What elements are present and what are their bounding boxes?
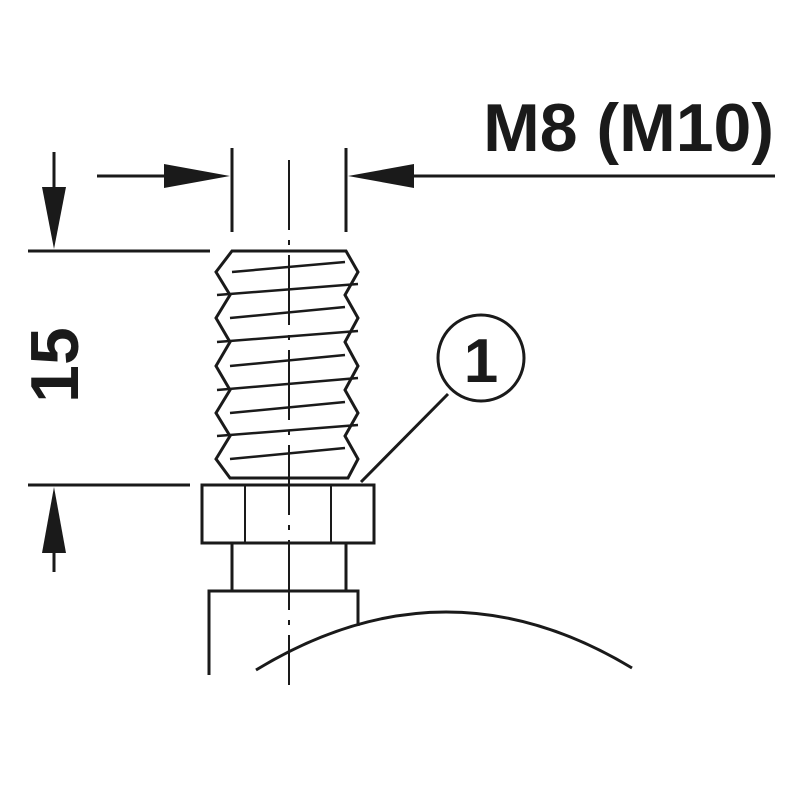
- size-label: M8 (M10): [483, 90, 774, 166]
- diameter-dimension: [97, 148, 775, 232]
- callout-leader-line: [359, 392, 450, 484]
- foot-arc: [255, 610, 633, 672]
- length-arrowhead-bottom: [42, 487, 66, 553]
- thread-outline: [214, 249, 360, 480]
- callout-circle: [436, 313, 526, 403]
- diameter-arrowhead-left: [164, 164, 230, 188]
- callout: [359, 313, 526, 484]
- length-dimension: [28, 152, 210, 572]
- length-label: 15: [17, 327, 93, 403]
- base-body: [207, 589, 360, 675]
- length-arrowhead-top: [42, 187, 66, 249]
- diameter-arrowhead-right: [348, 164, 414, 188]
- callout-number: 1: [464, 327, 498, 396]
- thread: [214, 249, 360, 480]
- hex-nut: [200, 483, 376, 545]
- hex-nut-body: [200, 483, 376, 545]
- thread-lines: [216, 260, 359, 461]
- neck: [230, 543, 348, 590]
